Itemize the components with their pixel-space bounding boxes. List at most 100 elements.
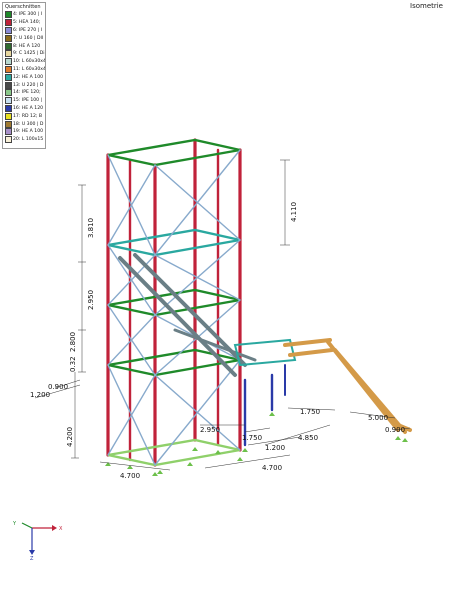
stair-foot[interactable] bbox=[396, 423, 412, 432]
support-icon bbox=[187, 462, 193, 466]
y-axis-label: Y bbox=[12, 521, 17, 527]
dimension-labels: 4.110 3.810 2.950 0.32 2.800 0.900 1.200… bbox=[30, 202, 405, 480]
legend-swatch bbox=[5, 112, 12, 120]
dim-upper-left: 3.810 bbox=[87, 218, 95, 238]
legend-item[interactable]: 16: HE A 120 bbox=[3, 104, 45, 113]
stair-landing[interactable] bbox=[283, 338, 332, 347]
legend-swatch bbox=[5, 11, 12, 19]
dim-base-mid: 2.950 bbox=[200, 426, 220, 434]
level-frame[interactable] bbox=[107, 438, 241, 467]
legend-swatch bbox=[5, 42, 12, 50]
legend-item-label: 6: IPE 270 | I bbox=[13, 27, 43, 33]
legend-item[interactable]: 19: HE A 100 bbox=[3, 128, 45, 136]
stair-stringer[interactable] bbox=[173, 328, 257, 362]
support-icon bbox=[395, 436, 401, 440]
legend-swatch bbox=[5, 26, 12, 34]
support-icon bbox=[152, 472, 158, 476]
legend-item-label: 13: U 220 | D bbox=[13, 82, 44, 88]
dim-lower-left-b: 2.800 bbox=[69, 332, 77, 352]
axis-triad: X Y Z bbox=[12, 521, 63, 562]
dim-base-1750: 1.750 bbox=[242, 434, 262, 442]
legend-item[interactable]: 10: L 60x30x4 bbox=[3, 58, 45, 66]
stair-stringer[interactable] bbox=[133, 253, 247, 367]
legend-item[interactable]: 6: IPE 270 | I bbox=[3, 26, 45, 35]
bracing[interactable] bbox=[107, 244, 156, 316]
legend-item-label: 7: U 160 | DII bbox=[13, 35, 44, 41]
legend-item[interactable]: 9: C 1425 | Di bbox=[3, 50, 45, 58]
dim-left-1200: 1.200 bbox=[30, 391, 50, 399]
legend-swatch bbox=[5, 97, 12, 105]
dim-base-front: 4.700 bbox=[120, 472, 140, 480]
legend-item[interactable]: 11: L 60x30x4 bbox=[3, 65, 46, 74]
legend-item-label: 12: HE A 100 bbox=[13, 74, 44, 80]
z-axis-arrow-icon bbox=[29, 550, 35, 555]
view-title: Isometrie bbox=[410, 2, 443, 10]
stair-landing[interactable] bbox=[288, 348, 334, 357]
bracing[interactable] bbox=[107, 304, 156, 376]
legend-swatch bbox=[5, 128, 12, 136]
dimension-lines bbox=[34, 159, 411, 471]
dim-base-4850: 4.850 bbox=[298, 434, 318, 442]
support-icon bbox=[105, 462, 111, 466]
dim-stair-5000: 5.000 bbox=[368, 414, 388, 422]
support-icon bbox=[269, 412, 275, 416]
legend-item[interactable]: 4: IPE 300 | I bbox=[3, 11, 45, 19]
dim-left-900: 0.900 bbox=[48, 383, 68, 391]
bracing[interactable] bbox=[154, 374, 241, 451]
legend-swatch bbox=[5, 136, 12, 144]
legend-item[interactable]: 7: U 160 | DII bbox=[3, 34, 45, 42]
bracing[interactable] bbox=[107, 364, 156, 466]
stair-stringer[interactable] bbox=[333, 348, 407, 434]
legend-swatch bbox=[5, 81, 12, 89]
support-icon bbox=[402, 438, 408, 442]
legend-item-label: 17: RD 12; B bbox=[13, 113, 43, 119]
x-axis-arrow-icon bbox=[52, 525, 57, 531]
legend-item-label: 20: L 100x15 bbox=[13, 137, 44, 143]
dim-stair-1750: 1.750 bbox=[300, 408, 320, 416]
y-axis-line bbox=[21, 522, 33, 529]
bracing[interactable] bbox=[107, 154, 156, 256]
legend-swatch bbox=[5, 89, 12, 97]
stair-stringer[interactable] bbox=[118, 256, 237, 377]
legend-item[interactable]: 15: IPE 100 | bbox=[3, 97, 45, 105]
legend-item-label: 16: HE A 120 bbox=[13, 105, 44, 111]
bracing[interactable] bbox=[154, 254, 241, 301]
legend-item[interactable]: 18: U 300 | D bbox=[3, 120, 45, 128]
dim-mid-left: 2.950 bbox=[87, 290, 95, 310]
legend-item[interactable]: 17: RD 12; B bbox=[3, 112, 45, 120]
legend-swatch bbox=[5, 34, 12, 42]
dim-bottom-left-height: 4.200 bbox=[66, 427, 74, 447]
tower-structure[interactable] bbox=[105, 138, 412, 476]
legend-item[interactable]: 8: HE A 120 bbox=[3, 42, 45, 50]
legend-item-label: 14: IPE 120; bbox=[13, 90, 41, 96]
legend-item[interactable]: 20: L 100x15 bbox=[3, 136, 45, 144]
level-frame[interactable] bbox=[107, 228, 241, 257]
legend-item-label: 10: L 60x30x4 bbox=[13, 59, 46, 65]
legend-item[interactable]: 12: HE A 100 bbox=[3, 73, 45, 81]
legend-item[interactable]: 5: HEA 140; bbox=[3, 19, 45, 27]
legend-item-label: 5: HEA 140; bbox=[13, 20, 41, 26]
legend-swatch bbox=[5, 65, 12, 73]
dim-top-right: 4.110 bbox=[290, 202, 298, 222]
legend-swatch bbox=[5, 120, 12, 128]
x-axis-label: X bbox=[59, 526, 63, 532]
legend-item-label: 9: C 1425 | Di bbox=[13, 51, 45, 57]
dim-base-right: 4.700 bbox=[262, 464, 282, 472]
support-icon bbox=[157, 470, 163, 474]
platform-frame[interactable] bbox=[233, 338, 297, 367]
legend-swatch bbox=[5, 19, 12, 27]
legend-item-label: 11: L 60x30x4 bbox=[13, 66, 46, 72]
dim-base-1200: 1.200 bbox=[265, 444, 285, 452]
legend-swatch bbox=[5, 104, 12, 112]
legend-item-label: 15: IPE 100 | bbox=[13, 98, 43, 104]
level-frame[interactable] bbox=[107, 138, 241, 167]
legend-item[interactable]: 13: U 220 | D bbox=[3, 81, 45, 89]
support-icon bbox=[127, 465, 133, 469]
support-icon bbox=[215, 450, 221, 454]
legend-swatch bbox=[5, 73, 12, 81]
bracing[interactable] bbox=[154, 164, 241, 241]
legend-item[interactable]: 14: IPE 120; bbox=[3, 89, 45, 97]
